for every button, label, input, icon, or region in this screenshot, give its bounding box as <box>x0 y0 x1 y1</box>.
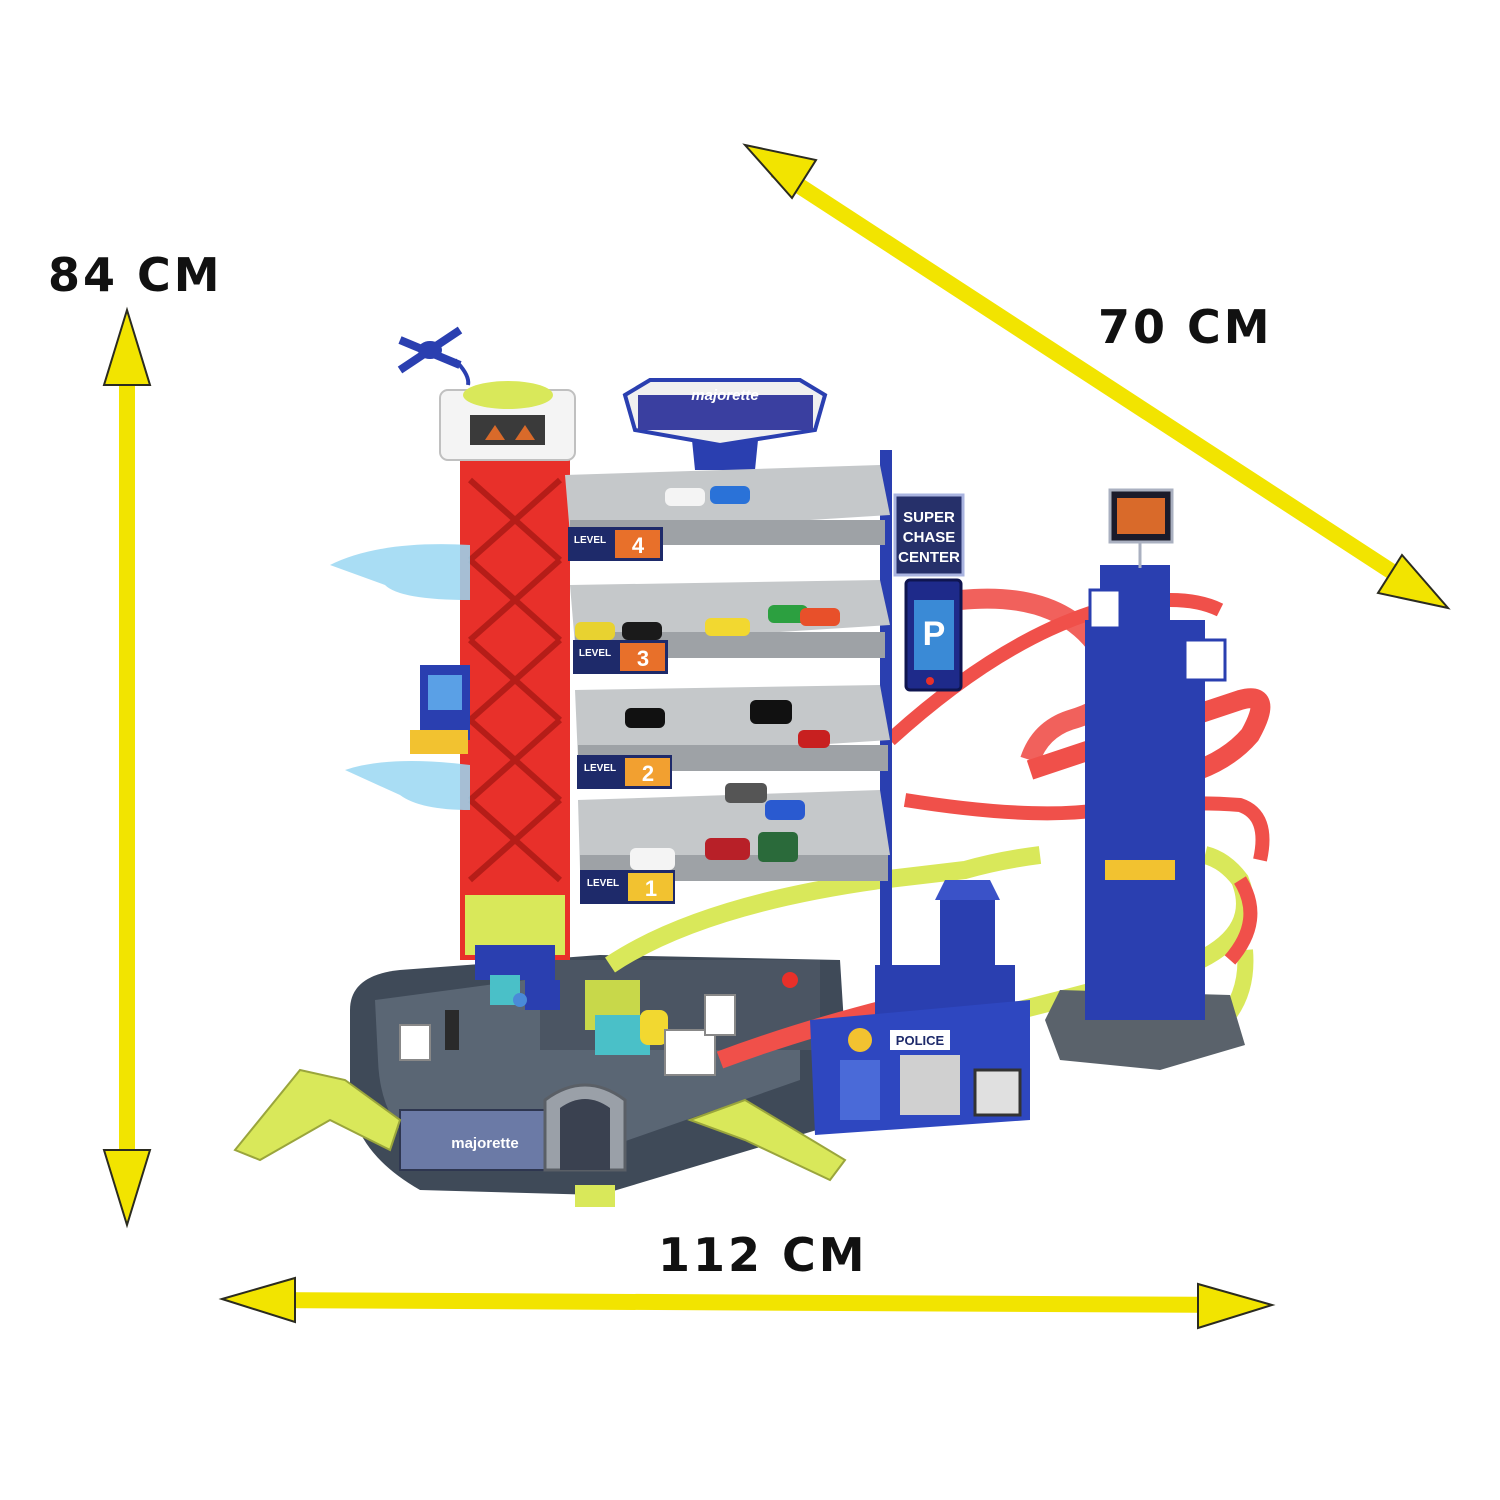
width-dimension-label: 112 CM <box>658 1228 868 1282</box>
tower-sign-line1: SUPER <box>903 509 955 526</box>
police-sign-text: POLICE <box>896 1033 945 1048</box>
level-number-1: 1 <box>645 876 657 901</box>
height-arrow <box>102 306 152 1229</box>
parking-sign-letter: P <box>923 615 946 653</box>
level-badge-4: LEVEL 4 <box>568 527 663 561</box>
toy-cars <box>575 486 840 870</box>
drone-icon <box>397 326 471 386</box>
tower-sign-line2: CHASE <box>903 529 956 546</box>
police-station: POLICE <box>810 880 1030 1135</box>
level-number-4: 4 <box>632 533 645 558</box>
width-arrow <box>218 1276 1276 1330</box>
right-blue-tower <box>1045 488 1245 1070</box>
brand-billboard-text: majorette <box>691 387 759 404</box>
brand-billboard: majorette <box>622 378 828 470</box>
level-badge-3: LEVEL 3 <box>573 640 668 674</box>
depth-arrow <box>742 143 1451 610</box>
red-tower <box>439 381 576 960</box>
level-caption-4: LEVEL <box>574 535 606 546</box>
level-caption-2: LEVEL <box>584 763 616 774</box>
blue-frame: SUPER CHASE CENTER P <box>880 450 965 1050</box>
level-caption-1: LEVEL <box>587 878 619 889</box>
level-badge-2: LEVEL 2 <box>577 755 672 789</box>
depth-dimension-label: 70 CM <box>1098 300 1273 354</box>
base-banner-text: majorette <box>451 1135 519 1152</box>
level-number-3: 3 <box>637 646 649 671</box>
level-caption-3: LEVEL <box>579 648 611 659</box>
left-blue-ramps <box>330 544 470 810</box>
height-dimension-label: 84 CM <box>48 248 223 302</box>
parking-floors: LEVEL 4 LEVEL 3 LEVEL 2 LEVEL 1 <box>565 465 890 904</box>
tower-sign-line3: CENTER <box>898 549 960 566</box>
level-badge-1: LEVEL 1 <box>580 870 675 904</box>
level-number-2: 2 <box>642 761 654 786</box>
base-details <box>399 945 798 1076</box>
